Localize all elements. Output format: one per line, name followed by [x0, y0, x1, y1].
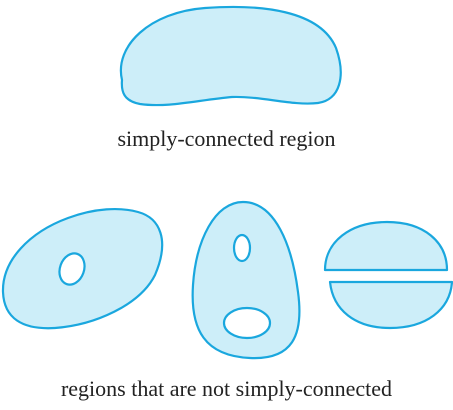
not-simply-connected-caption: regions that are not simply-connected — [60, 376, 393, 401]
simply-connected-caption: simply-connected region — [117, 126, 336, 151]
upper-half-region — [323, 220, 449, 272]
oval-hole — [58, 252, 86, 286]
region-with-one-hole — [1, 208, 164, 330]
small-top-hole — [232, 233, 252, 263]
region-with-two-holes — [191, 200, 301, 360]
lower-half-region — [328, 280, 453, 330]
large-bottom-hole — [222, 306, 272, 340]
egg-region — [191, 200, 301, 360]
split-circle-region — [323, 220, 453, 330]
simply-connected-region — [119, 5, 342, 107]
